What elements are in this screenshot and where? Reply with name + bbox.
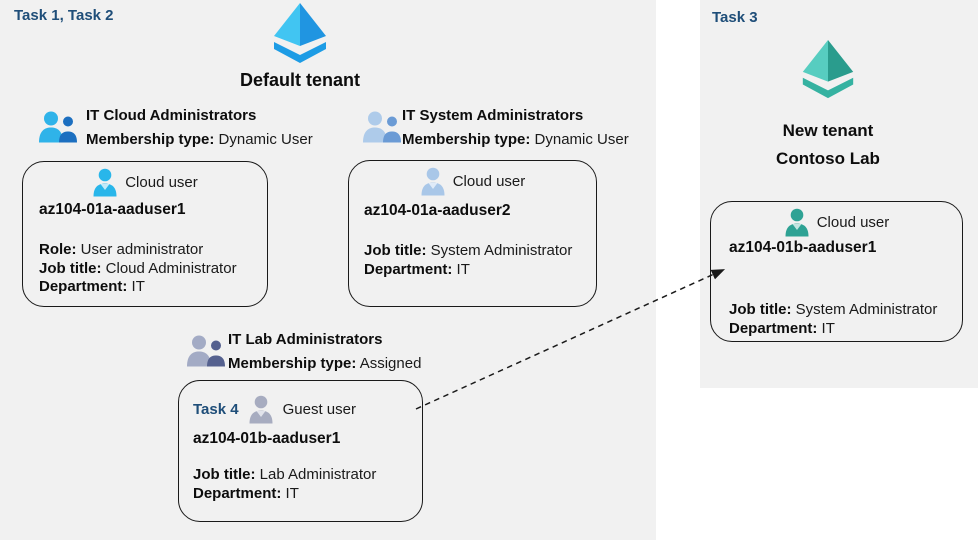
user-type-label: Cloud user: [125, 173, 198, 191]
field-row: Role: User administrator: [39, 241, 237, 260]
field-label: Role:: [39, 241, 77, 258]
group-icon: [363, 111, 401, 143]
user-name: az104-01b-aaduser1: [729, 239, 877, 256]
task-1-2-label: Task 1, Task 2: [14, 7, 114, 24]
user-name: az104-01a-aaduser1: [39, 201, 186, 218]
membership-label: Membership type:: [86, 131, 215, 148]
membership-label: Membership type:: [402, 131, 531, 148]
user-card-aaduser2: Cloud user az104-01a-aaduser2 Job title:…: [348, 160, 597, 307]
field-label: Department:: [364, 260, 453, 278]
group-membership: Membership type: Dynamic User: [86, 131, 313, 148]
task-3-label: Task 3: [712, 9, 758, 26]
field-value: IT: [131, 278, 145, 295]
guest-user-card: Task 4 Guest user az104-01b-aaduser1 Job…: [178, 380, 423, 522]
card-header: Cloud user: [23, 167, 267, 197]
field-value: User administrator: [80, 241, 204, 258]
card-header: Cloud user: [711, 207, 962, 237]
field-row: Department: IT: [39, 278, 237, 297]
field-value: Lab Administrator: [259, 466, 377, 483]
cloud-user-icon: [421, 167, 445, 196]
field-value: System Administrator: [430, 242, 573, 259]
group-title: IT Cloud Administrators: [86, 107, 257, 124]
user-card-new-tenant: Cloud user az104-01b-aaduser1 Job title:…: [710, 201, 963, 342]
default-tenant-block: Default tenant: [228, 2, 372, 91]
field-value: IT: [285, 484, 299, 502]
user-fields: Role: User administrator Job title: Clou…: [39, 241, 237, 297]
field-value: System Administrator: [795, 301, 938, 318]
user-type-label: Cloud user: [452, 172, 526, 190]
group-icon: [39, 111, 77, 143]
user-type-label: Cloud user: [816, 213, 890, 231]
card-header: Task 4 Guest user: [179, 394, 422, 424]
new-tenant-name: New tenant Contoso Lab: [776, 117, 880, 173]
group-membership: Membership type: Assigned: [228, 355, 421, 372]
field-label: Job title:: [39, 259, 102, 277]
group-title: IT System Administrators: [402, 107, 584, 124]
group-membership: Membership type: Dynamic User: [402, 131, 629, 148]
user-name: az104-01a-aaduser2: [364, 202, 511, 219]
field-row: Job title: System Administrator: [364, 242, 572, 261]
cloud-user-icon: [93, 168, 117, 197]
cloud-user-icon: [785, 208, 809, 237]
field-label: Department:: [39, 278, 128, 295]
field-row: Department: IT: [193, 485, 376, 504]
new-tenant-name-line2: Contoso Lab: [776, 149, 880, 168]
field-label: Department:: [193, 484, 282, 502]
membership-value: Assigned: [359, 355, 422, 372]
field-label: Job title:: [193, 466, 256, 483]
new-tenant-name-line1: New tenant: [782, 121, 874, 140]
user-fields: Job title: System Administrator Departme…: [364, 242, 572, 279]
azure-ad-tenant-icon: [274, 3, 326, 63]
field-row: Department: IT: [729, 320, 937, 339]
membership-value: Dynamic User: [534, 131, 629, 148]
membership-value: Dynamic User: [218, 131, 313, 148]
task-4-label: Task 4: [193, 400, 239, 418]
field-label: Job title:: [729, 301, 792, 318]
field-row: Job title: System Administrator: [729, 301, 937, 320]
new-tenant-icon: [802, 39, 854, 99]
default-tenant-name: Default tenant: [239, 70, 360, 90]
group-icon: [187, 335, 225, 367]
field-value: IT: [456, 260, 470, 278]
field-row: Department: IT: [364, 261, 572, 280]
field-label: Department:: [729, 319, 818, 337]
guest-user-icon: [249, 395, 273, 424]
user-fields: Job title: System Administrator Departme…: [729, 301, 937, 338]
group-title: IT Lab Administrators: [228, 331, 383, 348]
field-label: Job title:: [364, 242, 427, 259]
field-row: Job title: Cloud Administrator: [39, 260, 237, 279]
field-row: Job title: Lab Administrator: [193, 466, 376, 485]
field-value: Cloud Administrator: [105, 259, 237, 277]
new-tenant-block: New tenant Contoso Lab: [700, 37, 956, 173]
membership-label: Membership type:: [228, 355, 357, 372]
card-header: Cloud user: [349, 166, 596, 196]
field-value: IT: [821, 319, 835, 337]
user-card-aaduser1: Cloud user az104-01a-aaduser1 Role: User…: [22, 161, 268, 307]
user-type-label: Guest user: [282, 400, 356, 418]
user-name: az104-01b-aaduser1: [193, 430, 341, 447]
user-fields: Job title: Lab Administrator Department:…: [193, 466, 376, 503]
